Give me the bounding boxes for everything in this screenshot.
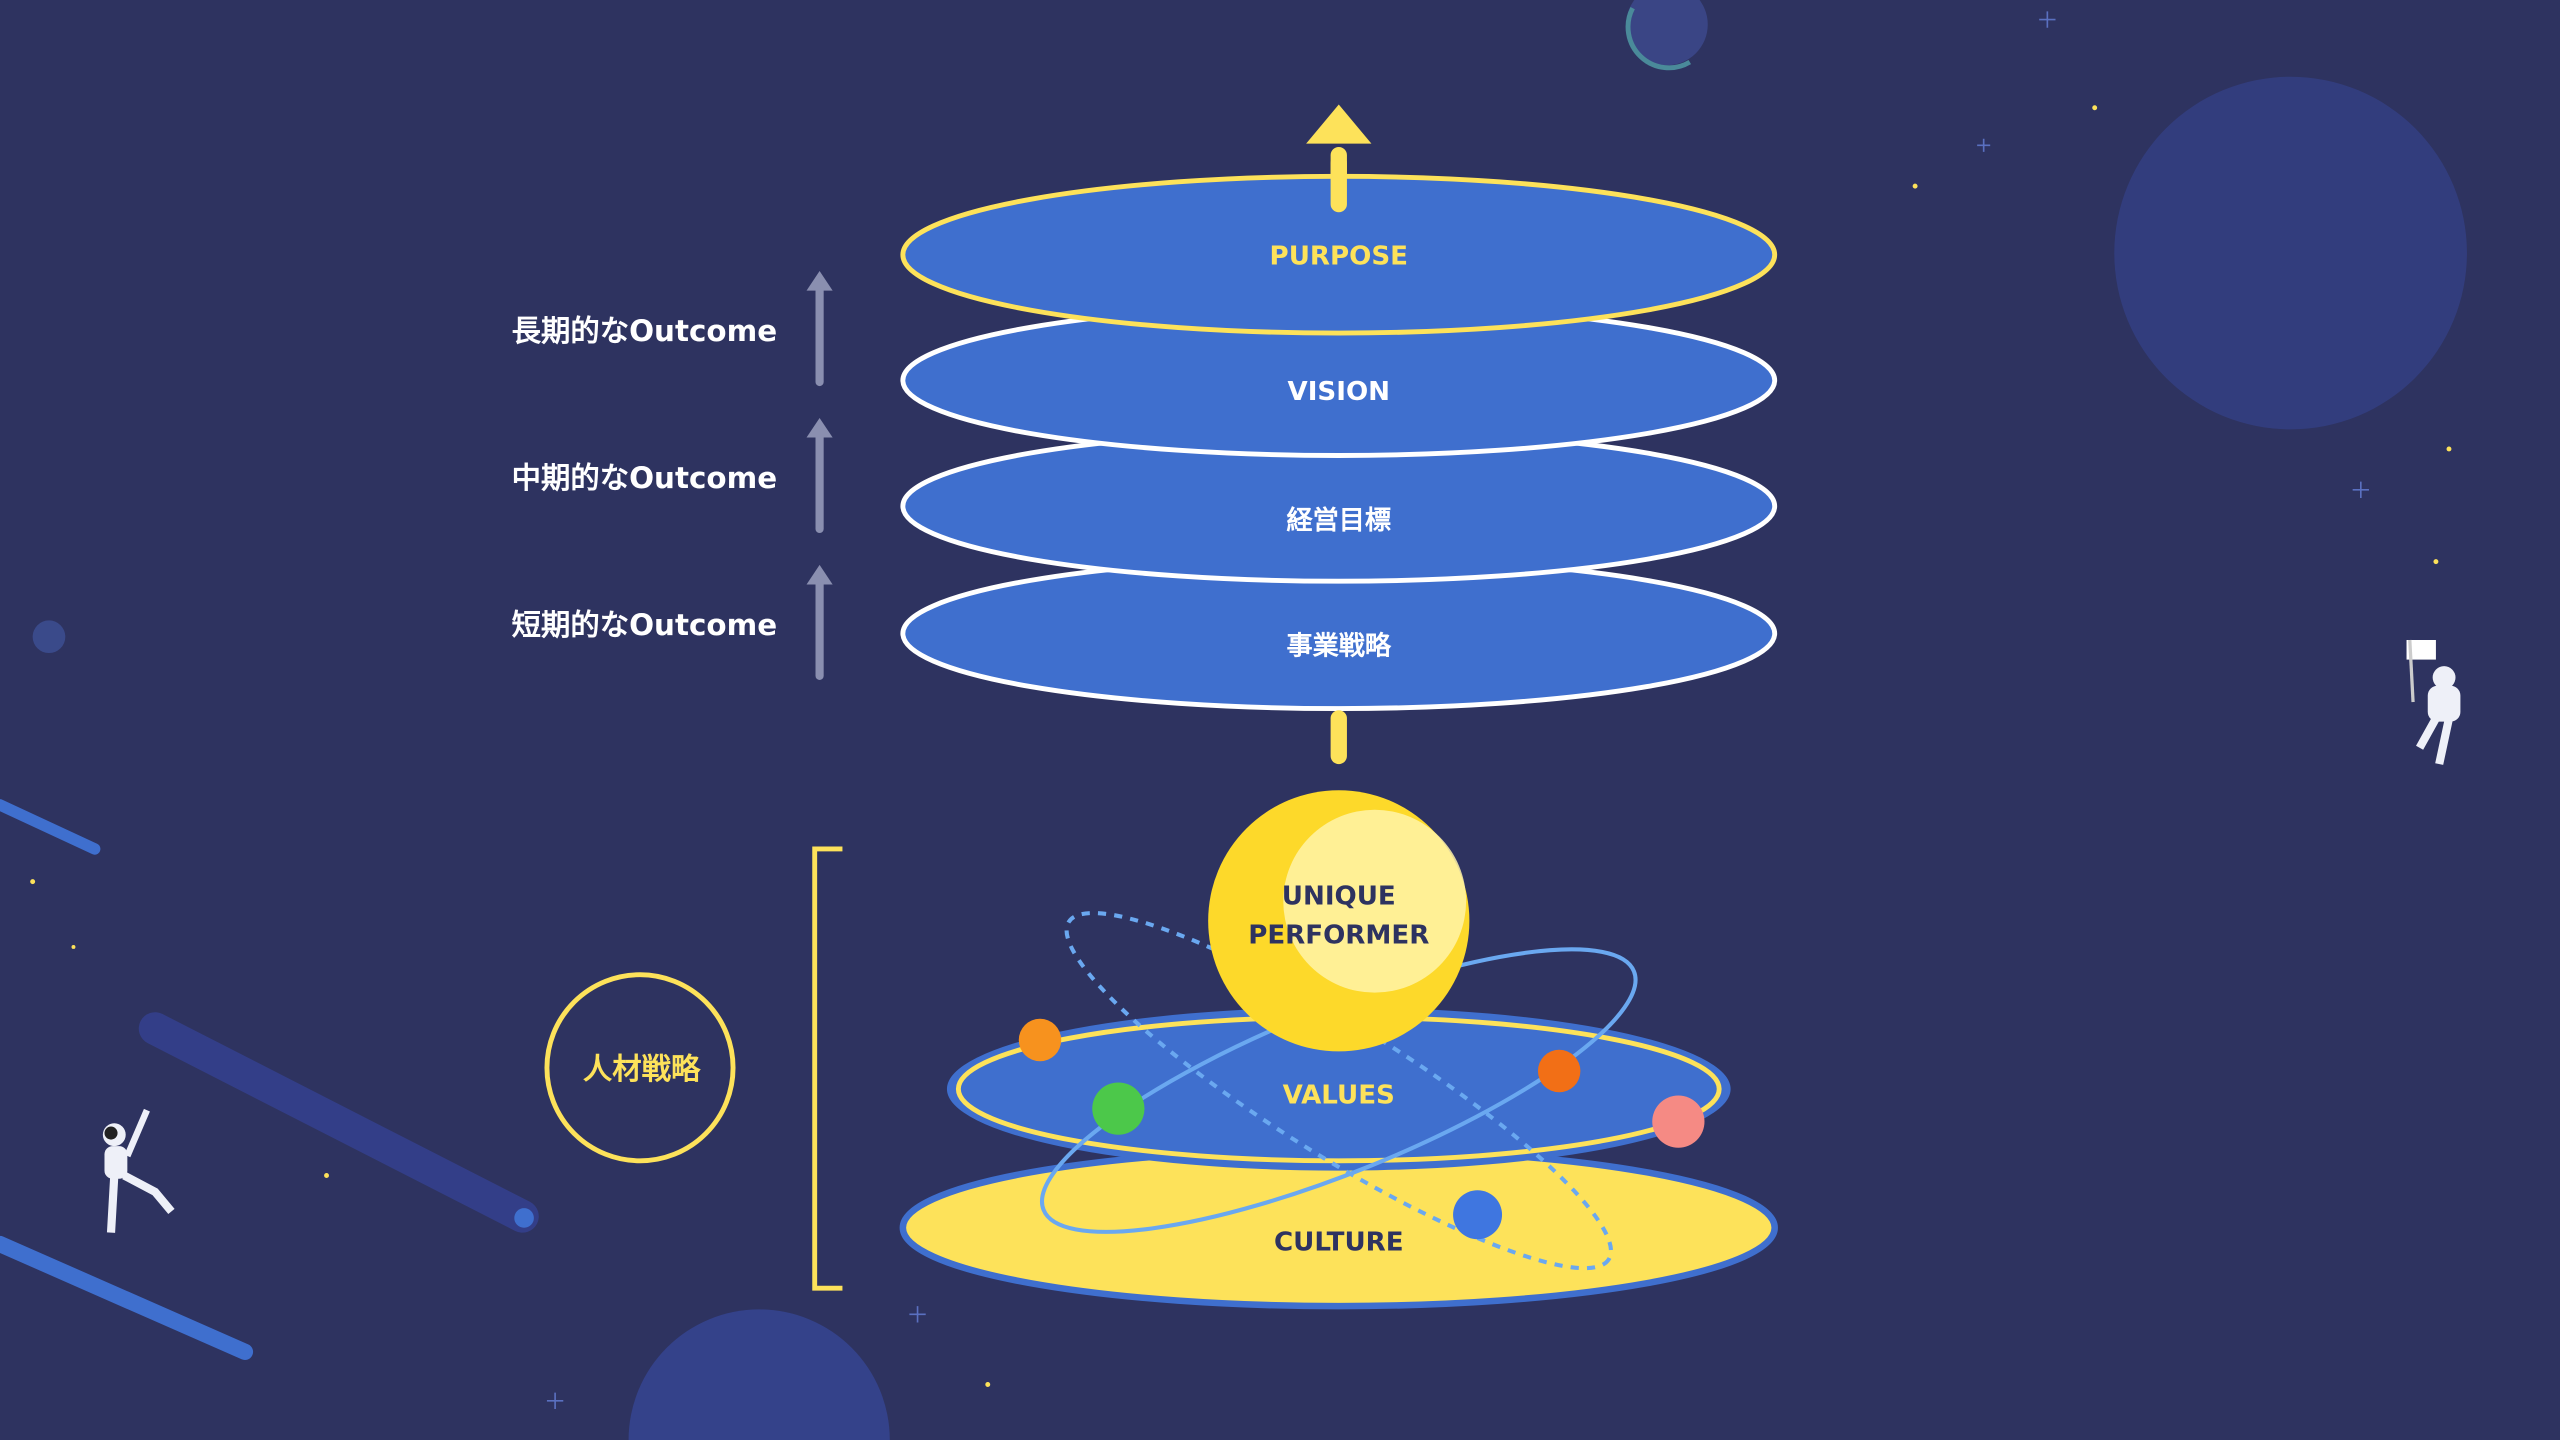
bracket [812,846,843,1291]
values-label: VALUES [1283,1081,1395,1111]
hr-strategy-badge: 人材戦略 [544,972,736,1164]
orbit-ring-dashed [1064,911,1614,1271]
astronaut-left-icon [102,1108,175,1233]
planet-orange [1018,1018,1062,1062]
culture-disc: CULTURE [899,1146,1778,1310]
planet-green [1092,1082,1145,1135]
outcome-mid-term: 中期的なOutcome [512,417,833,534]
planet-pink [1652,1095,1705,1148]
unique-performer-sphere: UNIQUE PERFORMER [1208,790,1470,1052]
planet-top [1626,0,1708,66]
layer-vision: VISION [900,302,1778,458]
planet-blue [1453,1190,1503,1240]
background-decorations [0,0,2467,1440]
layer-purpose: PURPOSE [900,155,1778,336]
up-arrow-icon [806,417,833,438]
outcome-label: 短期的なOutcome [512,608,778,642]
core-label-line1: UNIQUE [1282,881,1396,911]
core-label-line2: PERFORMER [1248,921,1429,951]
layer-label: PURPOSE [1270,241,1408,271]
layer-business-strategy: 事業戦略 [900,555,1778,712]
outcome-label: 長期的なOutcome [512,314,778,348]
up-arrow-icon [1306,104,1372,144]
outcome-short-term: 短期的なOutcome [512,564,833,680]
culture-label: CULTURE [1274,1228,1404,1258]
comet [0,1235,254,1360]
up-arrow-icon [806,564,833,585]
comet [0,799,101,855]
planet-right [2114,76,2467,430]
layer-label: VISION [1288,377,1391,407]
layer-label: 事業戦略 [1287,631,1392,662]
outcome-label: 中期的なOutcome [512,461,778,495]
comet [138,1012,539,1233]
planet-orange-dark [1537,1049,1581,1093]
outcome-long-term: 長期的なOutcome [512,271,833,387]
astronaut-flag-icon [2406,639,2461,765]
hr-strategy-label: 人材戦略 [583,1052,701,1086]
moon-left [32,620,66,654]
planet-bottom [628,1309,890,1440]
up-arrow-icon [806,271,833,291]
layer-label: 経営目標 [1287,505,1391,536]
